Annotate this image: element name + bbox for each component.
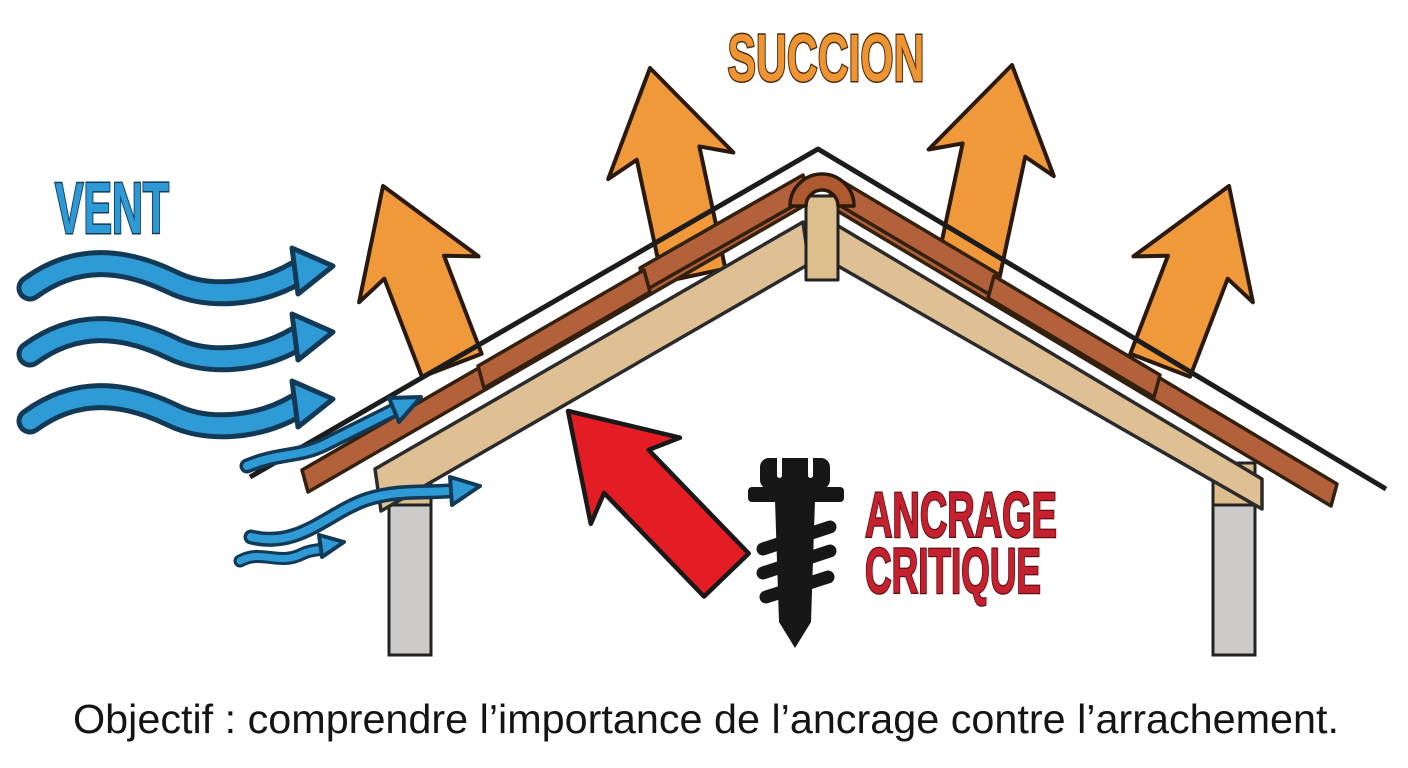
screw-head bbox=[760, 458, 830, 489]
screw-thread bbox=[759, 570, 835, 604]
eave-airflow-head bbox=[448, 475, 482, 507]
eave-airflow-arrow-icon bbox=[247, 487, 452, 544]
support-post-left bbox=[387, 503, 433, 657]
suction-arrow-icon bbox=[357, 184, 484, 379]
wind-arrow-head bbox=[289, 311, 336, 363]
suction-arrows-group bbox=[357, 63, 1255, 379]
wind-arrow-icon bbox=[21, 255, 307, 302]
screw-shaft bbox=[775, 500, 815, 648]
screw-head-facet bbox=[777, 456, 782, 478]
eave-airflow-arrow-icon bbox=[236, 544, 328, 565]
roof-tile-left-mid bbox=[476, 268, 652, 390]
wind-arrows-group bbox=[16, 245, 336, 440]
anchor-arrow-icon bbox=[565, 408, 751, 599]
anchor-label-line1: ANCRAGE bbox=[865, 479, 1057, 551]
screw-icon bbox=[748, 456, 844, 648]
suction-label: SUCCION bbox=[728, 21, 925, 96]
eave-airflow-head bbox=[317, 533, 346, 559]
wind-arrow-icon bbox=[21, 388, 307, 435]
wind-arrow-head bbox=[289, 245, 336, 297]
roof-tile-right-mid bbox=[986, 274, 1162, 399]
wind-arrow-icon bbox=[21, 321, 307, 368]
eave-airflow-group bbox=[233, 395, 482, 568]
anchor-label-line2: CRITIQUE bbox=[865, 535, 1041, 607]
roof-ridge-board bbox=[804, 194, 840, 282]
wind-arrow-head bbox=[289, 378, 336, 430]
screw-flange bbox=[748, 487, 844, 502]
screw-head-facet bbox=[808, 456, 813, 478]
eave-airflow-arrow-icon bbox=[243, 406, 398, 470]
screw-thread bbox=[756, 544, 837, 580]
wind-label: VENT bbox=[55, 169, 169, 249]
roof-outer-line bbox=[248, 146, 1388, 492]
screw-thread bbox=[756, 520, 837, 556]
eave-airflow-head bbox=[387, 395, 423, 424]
support-post-right bbox=[1211, 503, 1257, 657]
roof-cross-section bbox=[248, 146, 1388, 513]
suction-arrow-icon bbox=[1128, 184, 1255, 379]
caption: Objectif : comprendre l’importance de l’… bbox=[73, 696, 1339, 742]
roof-ridge-cap bbox=[788, 172, 856, 208]
suction-arrow-icon bbox=[606, 66, 736, 285]
